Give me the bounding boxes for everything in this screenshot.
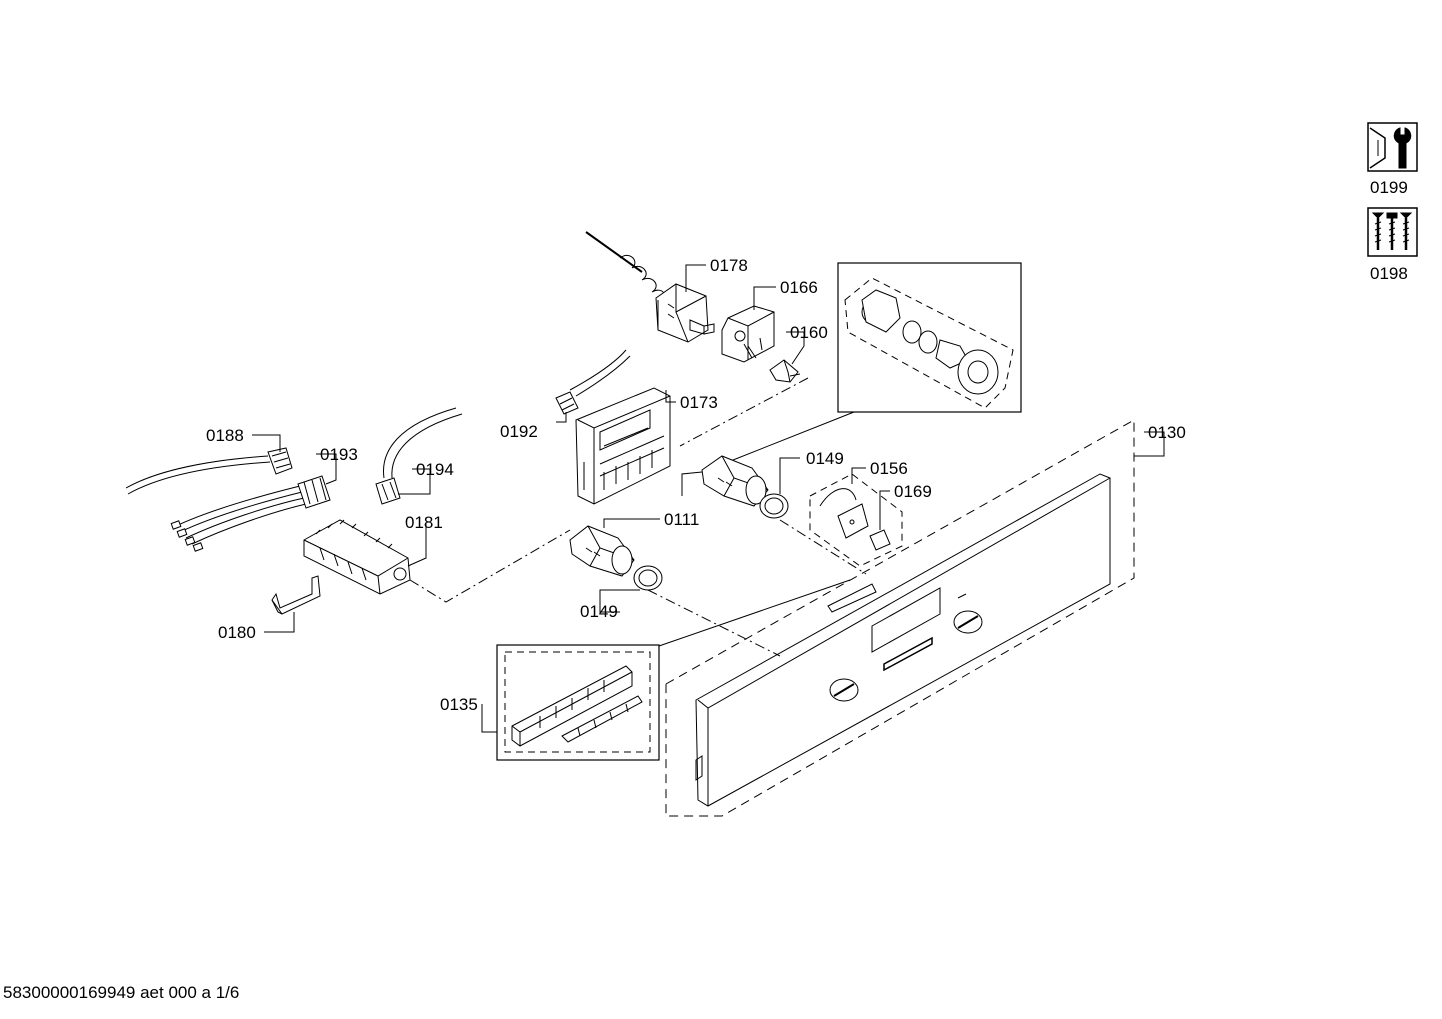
knob-detail-box xyxy=(727,262,1022,463)
bracket-part[interactable] xyxy=(721,305,775,363)
wiring-harness-part[interactable] xyxy=(125,447,331,552)
label-0166[interactable]: 0166 xyxy=(780,278,818,297)
ring-upper-part[interactable] xyxy=(759,493,789,519)
label-0193[interactable]: 0193 xyxy=(320,445,358,464)
sensor-assembly-box xyxy=(809,473,903,567)
label-0188[interactable]: 0188 xyxy=(206,426,244,445)
label-0198[interactable]: 0198 xyxy=(1370,264,1408,283)
label-0194[interactable]: 0194 xyxy=(416,460,454,479)
clip-bracket-part[interactable] xyxy=(271,575,321,615)
label-0169[interactable]: 0169 xyxy=(894,482,932,501)
key-strip-detail-box[interactable] xyxy=(496,579,851,761)
label-0192[interactable]: 0192 xyxy=(500,422,538,441)
document-footer: 58300000169949 aet 000 a 1/6 xyxy=(3,983,240,1002)
rotary-switch-upper-part[interactable] xyxy=(701,455,769,507)
control-panel-part[interactable] xyxy=(665,419,1135,817)
label-0180[interactable]: 0180 xyxy=(218,623,256,642)
label-0135[interactable]: 0135 xyxy=(440,695,478,714)
cable-0192[interactable] xyxy=(555,349,631,415)
cable-0194[interactable] xyxy=(375,407,463,505)
label-0130[interactable]: 0130 xyxy=(1148,423,1186,442)
label-0181[interactable]: 0181 xyxy=(405,513,443,532)
label-0149-lower[interactable]: 0149 xyxy=(580,602,618,621)
screws-icon[interactable] xyxy=(1367,207,1418,257)
thermostat-part[interactable] xyxy=(585,231,715,343)
leader-lines xyxy=(252,264,1165,733)
label-0149-upper[interactable]: 0149 xyxy=(806,449,844,468)
lamp-part[interactable] xyxy=(769,359,801,383)
label-0160[interactable]: 0160 xyxy=(790,323,828,342)
label-0199[interactable]: 0199 xyxy=(1370,178,1408,197)
assembly-axes xyxy=(409,377,867,657)
tool-kit-icon[interactable] xyxy=(1367,122,1418,172)
label-0156[interactable]: 0156 xyxy=(870,459,908,478)
electronic-module-part[interactable] xyxy=(575,387,671,505)
label-0178[interactable]: 0178 xyxy=(710,256,748,275)
switch-block-part[interactable] xyxy=(303,519,411,595)
label-0173[interactable]: 0173 xyxy=(680,393,718,412)
label-0111[interactable]: 0111 xyxy=(664,510,700,529)
ring-lower-part[interactable] xyxy=(633,565,663,591)
rotary-switch-lower-part[interactable] xyxy=(569,525,635,577)
